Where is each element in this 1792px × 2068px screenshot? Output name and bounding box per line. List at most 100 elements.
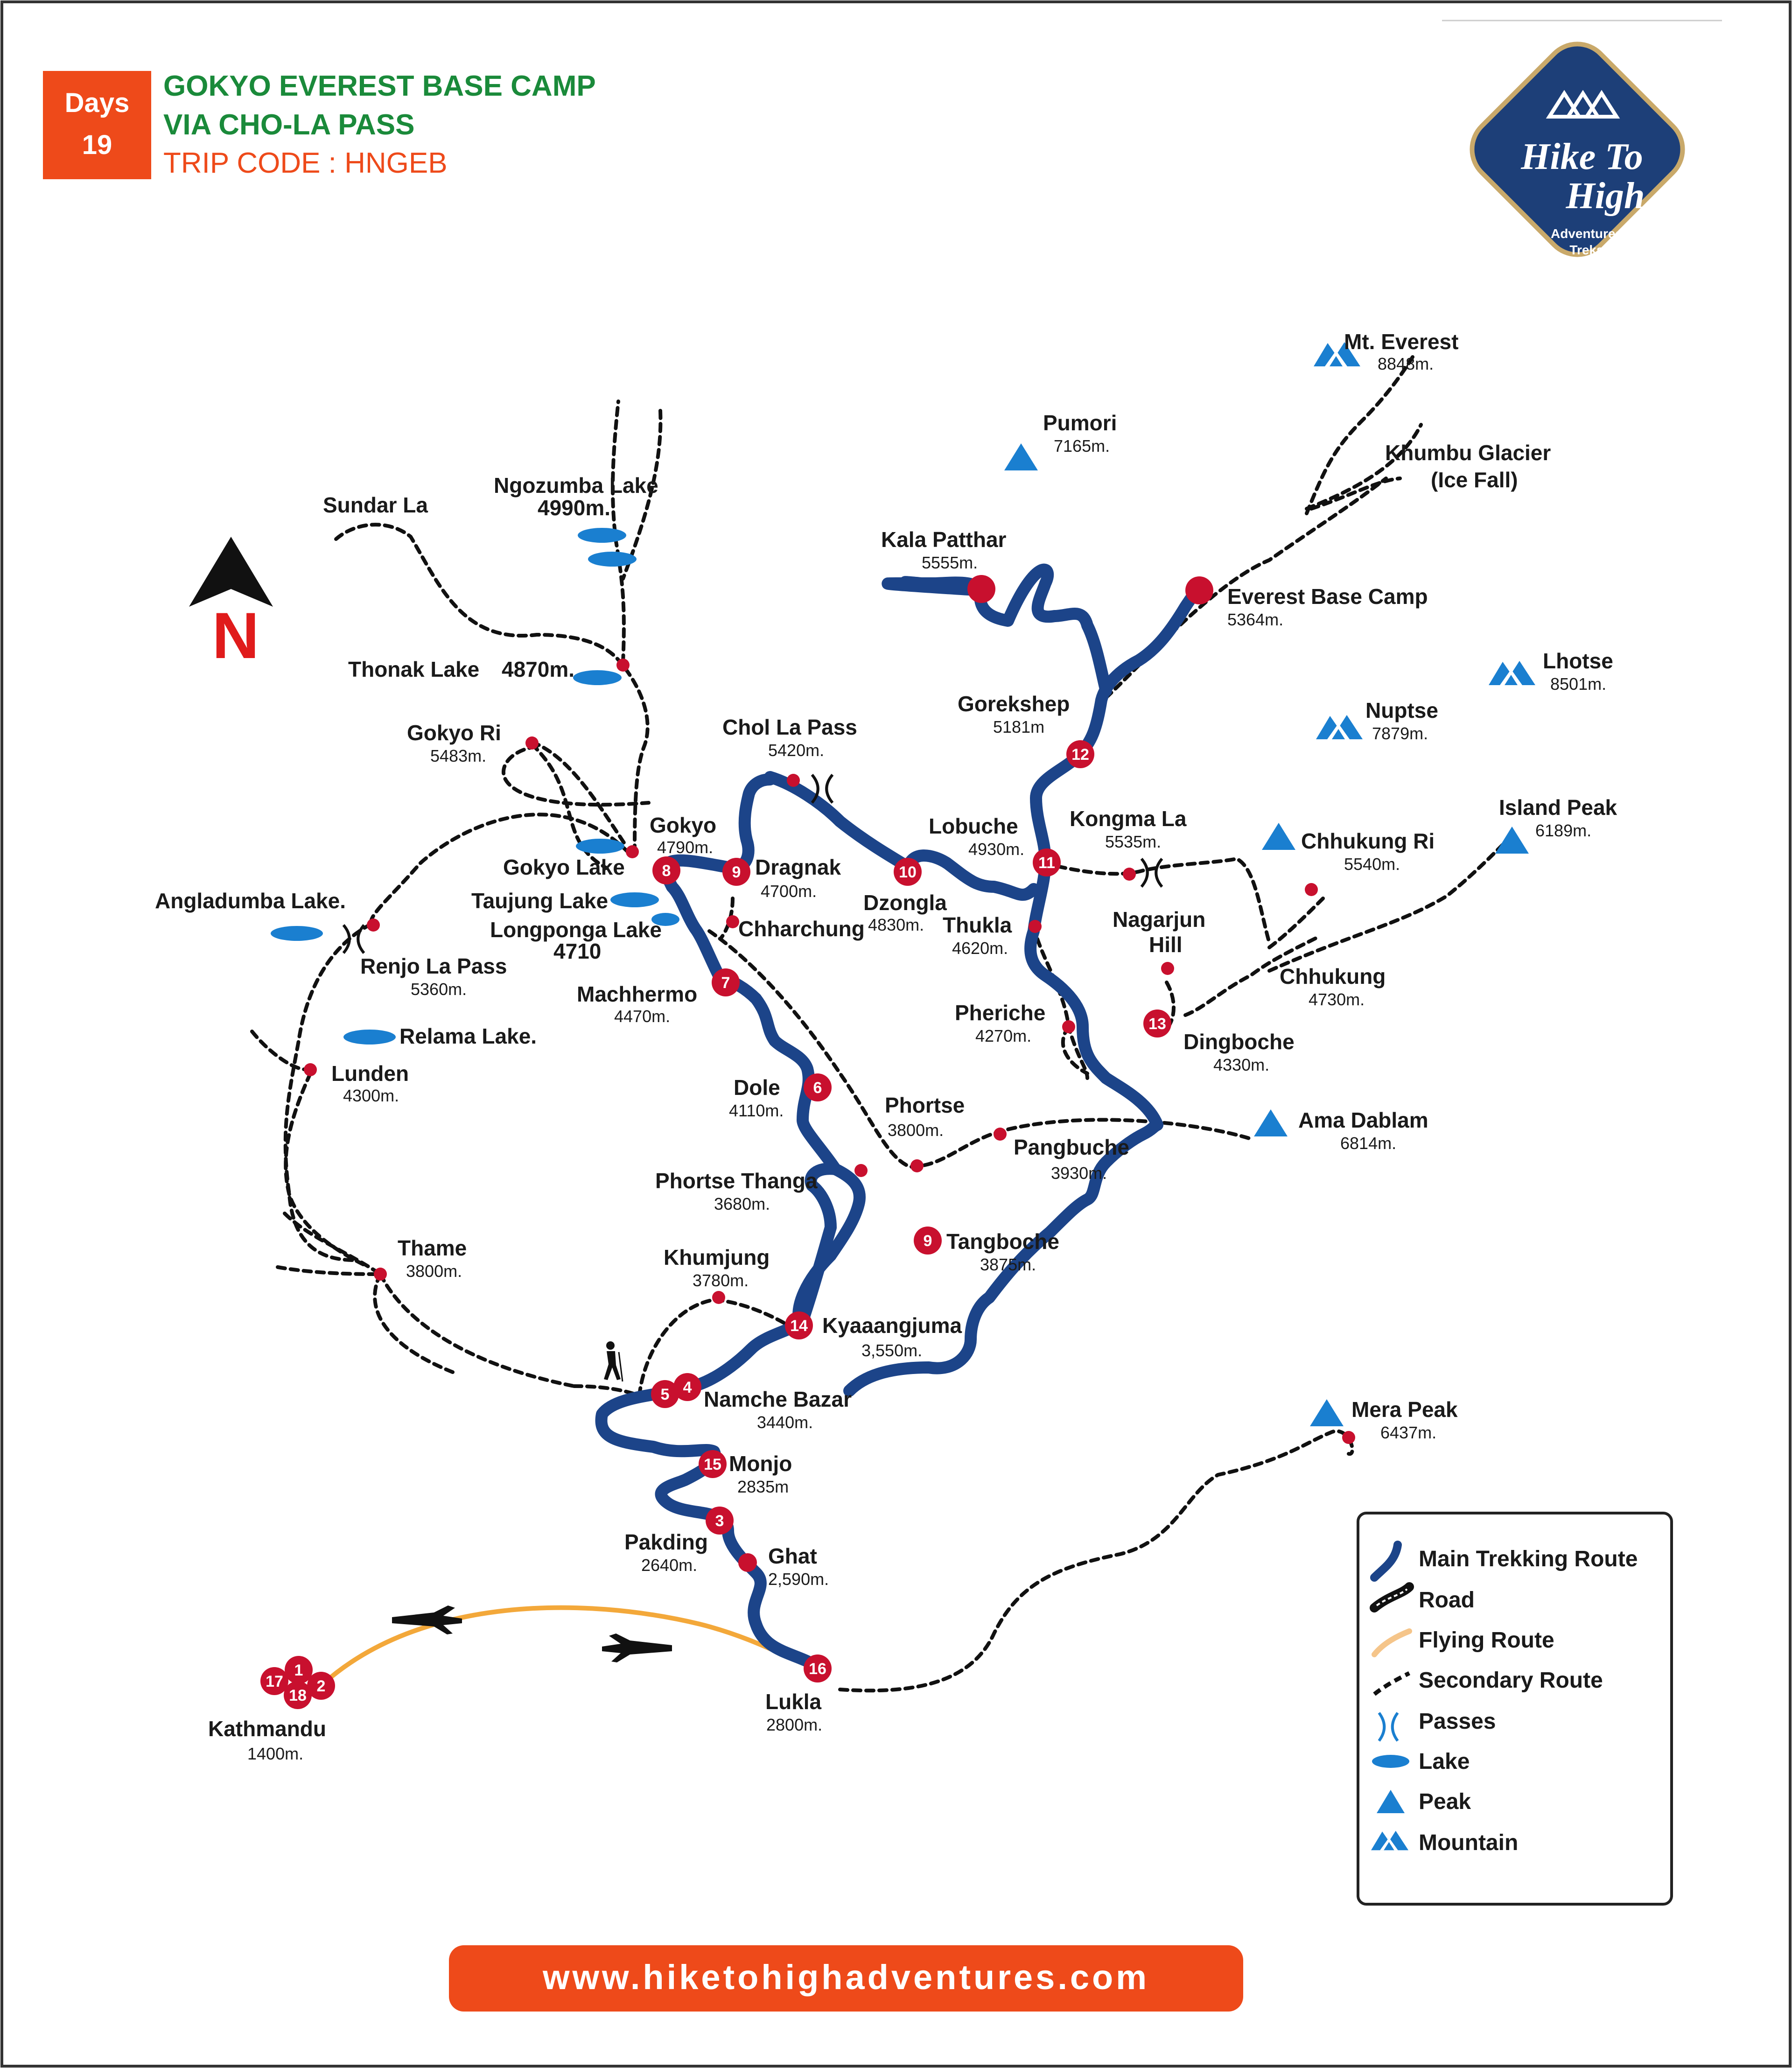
svg-text:(Ice Fall): (Ice Fall) (1431, 468, 1518, 492)
logo-tag-line1: Adventures (1551, 226, 1623, 241)
svg-text:4830m.: 4830m. (868, 915, 924, 934)
label-island-peak: Island Peak (1499, 795, 1617, 820)
airplane-icon (602, 1633, 672, 1662)
stop-4: 4 (673, 1373, 701, 1401)
stop-12: 12 (1066, 740, 1094, 768)
svg-text:6437m.: 6437m. (1380, 1423, 1436, 1442)
secondary-routes (250, 353, 1505, 1693)
svg-text:4: 4 (683, 1379, 692, 1396)
pass-icon (811, 774, 834, 804)
legend-mountain-icon (1371, 1830, 1408, 1851)
svg-text:4620m.: 4620m. (952, 939, 1008, 958)
lake-icon (610, 892, 659, 907)
label-phortse-thanga: Phortse Thanga (655, 1169, 818, 1193)
svg-text:3680m.: 3680m. (714, 1194, 770, 1213)
days-value: 19 (82, 130, 112, 160)
svg-text:4930m.: 4930m. (968, 840, 1024, 859)
label-lukla: Lukla (765, 1689, 822, 1714)
legend-secondary-route: Secondary Route (1419, 1668, 1603, 1693)
label-lhotse: Lhotse (1543, 649, 1613, 673)
svg-text:8848m.: 8848m. (1378, 354, 1434, 373)
svg-text:5540m.: 5540m. (1344, 855, 1400, 874)
svg-text:5483m.: 5483m. (430, 746, 486, 765)
svg-text:5181m: 5181m (993, 717, 1044, 736)
label-thukla: Thukla (943, 913, 1012, 937)
lake-icon (573, 670, 622, 685)
label-longponga-lake: Longponga Lake (490, 918, 662, 942)
legend-main-route: Main Trekking Route (1419, 1547, 1638, 1571)
label-pumori: Pumori (1043, 411, 1117, 435)
logo-tag-line2: Treks (1569, 243, 1603, 257)
svg-text:6: 6 (813, 1079, 822, 1097)
label-angladumba-lake: Angladumba Lake. (155, 889, 346, 913)
legend-pass-icon (1378, 1712, 1399, 1742)
label-pangbuche: Pangbuche (1014, 1135, 1129, 1159)
svg-text:4790m.: 4790m. (657, 838, 713, 857)
logo-name-line2: High (1566, 175, 1645, 217)
svg-text:15: 15 (704, 1456, 721, 1473)
label-kathmandu: Kathmandu (208, 1717, 326, 1741)
svg-text:4330m.: 4330m. (1213, 1055, 1269, 1074)
label-kala-patthar: Kala Patthar (881, 527, 1007, 552)
svg-text:9: 9 (924, 1232, 932, 1250)
place-labels: Mt. Everest 8848m. Khumbu Glacier (Ice F… (155, 329, 1617, 1763)
svg-text:3440m.: 3440m. (757, 1413, 813, 1432)
svg-text:4990m.: 4990m. (538, 496, 610, 520)
legend-peak: Peak (1419, 1789, 1471, 1814)
svg-text:4300m.: 4300m. (343, 1086, 399, 1105)
label-monjo: Monjo (729, 1451, 792, 1476)
mountain-icon (1314, 342, 1360, 366)
svg-text:6814m.: 6814m. (1340, 1134, 1396, 1153)
trip-title-line2: VIA CHO-LA PASS (163, 109, 415, 141)
svg-text:3875m.: 3875m. (980, 1255, 1036, 1274)
peak-icon (1254, 1109, 1288, 1136)
svg-text:4870m.: 4870m. (502, 657, 574, 681)
svg-text:8501m.: 8501m. (1550, 674, 1606, 694)
waypoint-dots (304, 575, 1355, 1572)
svg-text:6189m.: 6189m. (1535, 821, 1591, 840)
label-gokyo-lake: Gokyo Lake (503, 855, 625, 879)
label-ghat: Ghat (768, 1544, 817, 1568)
label-kongma-la: Kongma La (1070, 806, 1187, 831)
svg-text:3780m.: 3780m. (693, 1271, 749, 1290)
label-chharchung: Chharchung (738, 917, 865, 941)
svg-text:1400m.: 1400m. (247, 1744, 303, 1763)
label-gorekshep: Gorekshep (958, 692, 1070, 716)
label-dingboche: Dingboche (1183, 1030, 1295, 1054)
svg-text:2,590m.: 2,590m. (768, 1570, 829, 1589)
svg-text:4730m.: 4730m. (1309, 990, 1365, 1009)
label-ngozumba-lake: Ngozumba Lake (494, 473, 658, 498)
label-ama-dablam: Ama Dablam (1298, 1108, 1428, 1132)
website-url-link[interactable]: www.hiketohighadventures.com (542, 1958, 1149, 1997)
legend-flying-route: Flying Route (1419, 1628, 1554, 1653)
stop-9-tangboche: 9 (914, 1227, 942, 1255)
lake-icon (271, 926, 323, 941)
label-relama-lake: Relama Lake. (399, 1024, 537, 1048)
stop-14: 14 (785, 1311, 813, 1339)
svg-text:4470m.: 4470m. (614, 1007, 670, 1026)
label-pakding: Pakding (624, 1530, 708, 1554)
svg-text:4270m.: 4270m. (975, 1026, 1031, 1045)
stop-9-dragnak: 9 (722, 858, 750, 886)
svg-text:8: 8 (662, 862, 671, 880)
website-banner[interactable] (449, 1945, 1243, 2012)
days-badge (43, 71, 151, 179)
svg-text:14: 14 (790, 1317, 808, 1335)
svg-text:2835m: 2835m (737, 1477, 789, 1496)
svg-text:3800m.: 3800m. (406, 1262, 462, 1281)
label-phortse: Phortse (885, 1093, 965, 1117)
svg-text:7: 7 (721, 974, 730, 992)
label-sundar-la: Sundar La (323, 493, 428, 517)
legend-road: Road (1419, 1588, 1475, 1612)
stop-7: 7 (712, 968, 740, 996)
peak-icon (1310, 1399, 1344, 1426)
stop-3: 3 (706, 1507, 734, 1535)
mountain-icon (1489, 661, 1535, 685)
label-mera-peak: Mera Peak (1351, 1397, 1458, 1422)
stop-13: 13 (1143, 1009, 1171, 1038)
label-lobuche: Lobuche (929, 814, 1018, 838)
trip-title-line1: GOKYO EVEREST BASE CAMP (163, 70, 596, 102)
label-gokyo: Gokyo (650, 813, 716, 837)
lake-icon (578, 528, 626, 543)
